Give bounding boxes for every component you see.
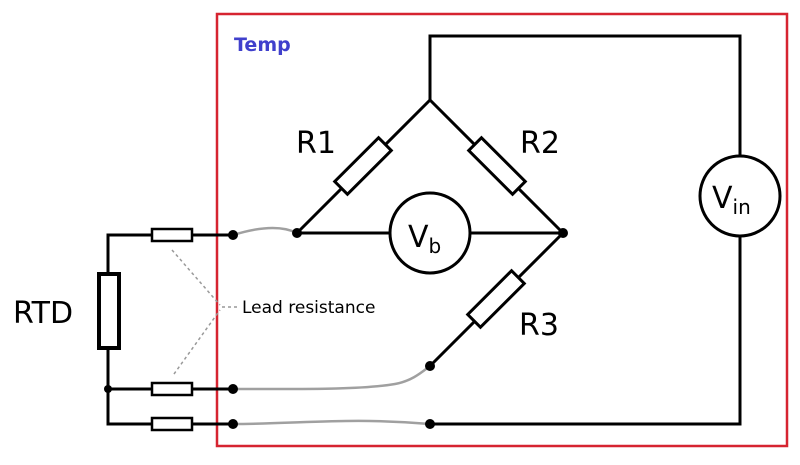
junction-dots xyxy=(104,228,568,429)
vin-label: Vin xyxy=(712,181,751,219)
vb-label: Vb xyxy=(408,220,441,258)
lead-resistor-middle xyxy=(150,381,194,397)
lead-resistor-bottom xyxy=(150,416,194,432)
enclosure-label: Temp xyxy=(234,34,291,56)
rtd-resistor xyxy=(97,272,121,350)
lead-resistance-label: Lead resistance xyxy=(242,298,375,318)
vin-meter xyxy=(698,154,782,238)
r1-label: R1 xyxy=(296,126,336,161)
lead-annotation-lines xyxy=(171,249,238,375)
resistor-r3 xyxy=(465,268,527,330)
r2-label: R2 xyxy=(520,126,560,161)
vb-meter xyxy=(388,191,472,275)
lead-resistor-top xyxy=(150,227,194,243)
r3-label: R3 xyxy=(519,308,559,343)
rtd-label: RTD xyxy=(13,296,73,331)
resistor-r1 xyxy=(332,135,394,197)
temp-enclosure xyxy=(215,12,789,448)
resistor-r2 xyxy=(466,135,528,197)
